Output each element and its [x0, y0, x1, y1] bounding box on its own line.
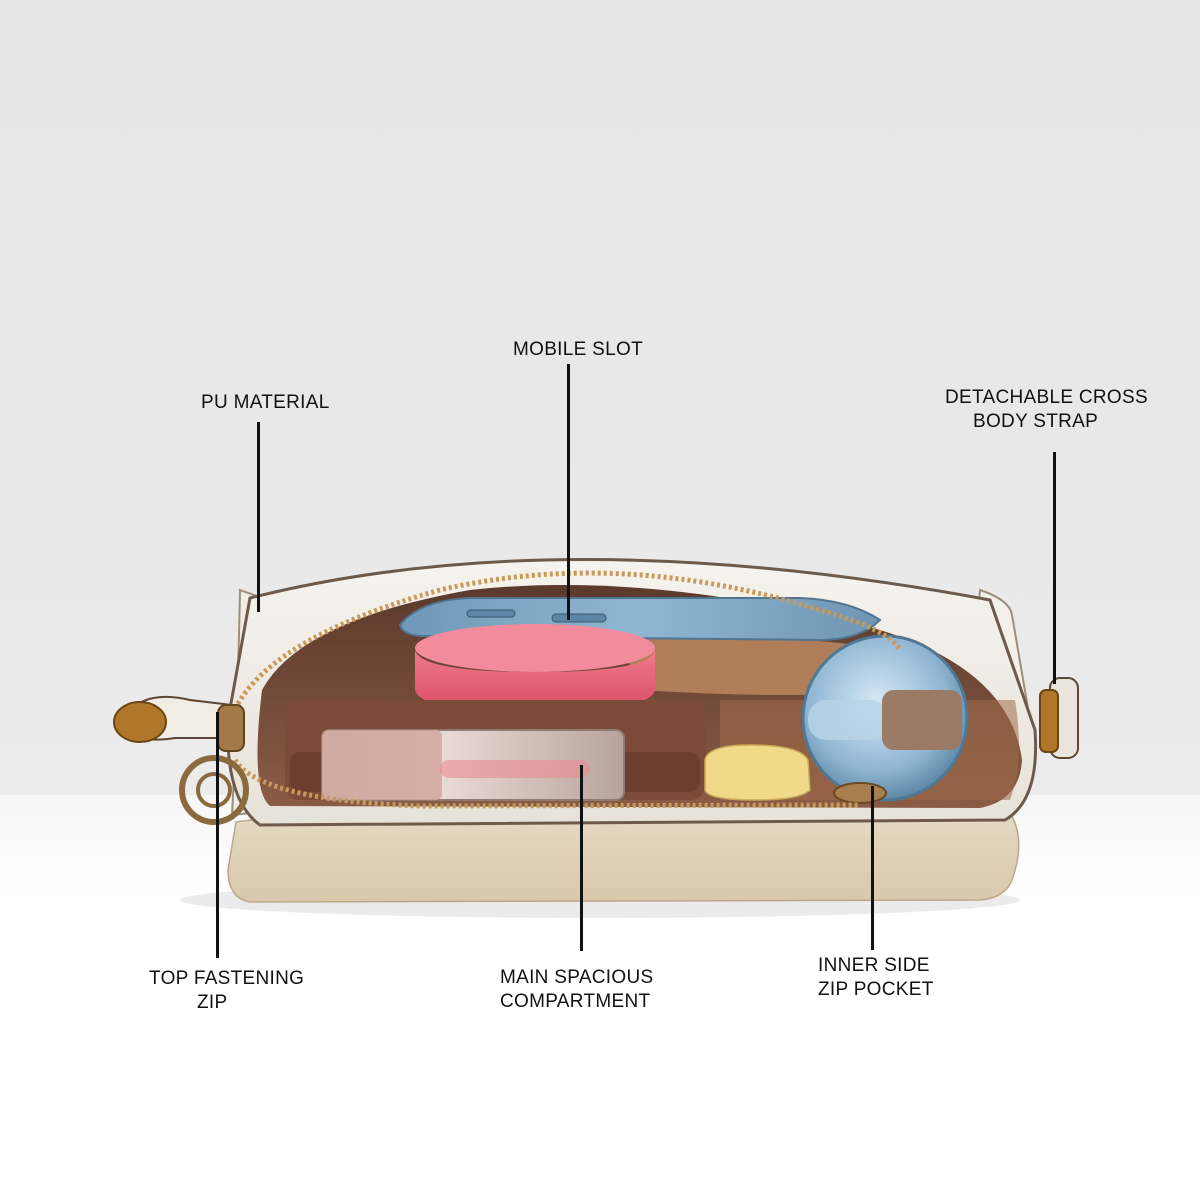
- strap-leader-line: [1053, 452, 1056, 684]
- pu-material-leader-line: [257, 422, 260, 612]
- makeup-brush-handle: [808, 700, 888, 740]
- compartment-text-line1: MAIN SPACIOUS: [500, 967, 654, 988]
- pu-material-text: PU MATERIAL: [201, 392, 330, 413]
- strap-label: DETACHABLE CROSS BODY STRAP: [945, 386, 1148, 434]
- pocket-text-line1: INNER SIDE: [818, 955, 930, 976]
- strap-clasp-right: [1039, 689, 1059, 753]
- makeup-brush-bristles: [882, 690, 962, 750]
- pu-material-label: PU MATERIAL: [201, 391, 330, 415]
- compartment-label: MAIN SPACIOUS COMPARTMENT: [500, 966, 653, 1014]
- pocket-text-line2: ZIP POCKET: [818, 979, 934, 1000]
- compact-top: [415, 624, 655, 672]
- zipper-track: [227, 570, 903, 721]
- pocket-leader-line: [871, 786, 874, 950]
- zip-charm-inner: [196, 772, 232, 808]
- pocket-zip-pull: [833, 782, 887, 804]
- strap-text-line2: BODY STRAP: [973, 411, 1099, 432]
- zip-pull: [217, 704, 245, 752]
- lip-gloss-wand: [440, 760, 590, 778]
- compartment-text-line2: COMPARTMENT: [500, 991, 651, 1012]
- phone-button-1: [466, 609, 516, 618]
- lip-gloss-cap: [322, 730, 442, 800]
- zipper-track-lower: [232, 758, 861, 809]
- pocket-label: INNER SIDE ZIP POCKET: [818, 954, 934, 1002]
- zip-text-line1: TOP FASTENING: [149, 968, 305, 989]
- zip-leader-line: [216, 712, 219, 958]
- mobile-slot-text: MOBILE SLOT: [513, 339, 644, 360]
- compact: [415, 650, 655, 712]
- zip-text-line2: ZIP: [197, 992, 228, 1013]
- strap-clasp-left: [113, 701, 167, 743]
- yellow-lotion: [704, 744, 811, 801]
- zip-charm: [179, 755, 249, 825]
- phone-button-2: [551, 613, 607, 623]
- mobile-slot-label: MOBILE SLOT: [513, 338, 643, 362]
- compartment-leader-line: [580, 765, 583, 951]
- zip-label: TOP FASTENING ZIP: [149, 967, 304, 1015]
- mobile-slot-leader-line: [567, 364, 570, 620]
- strap-text-line1: DETACHABLE CROSS: [945, 387, 1148, 408]
